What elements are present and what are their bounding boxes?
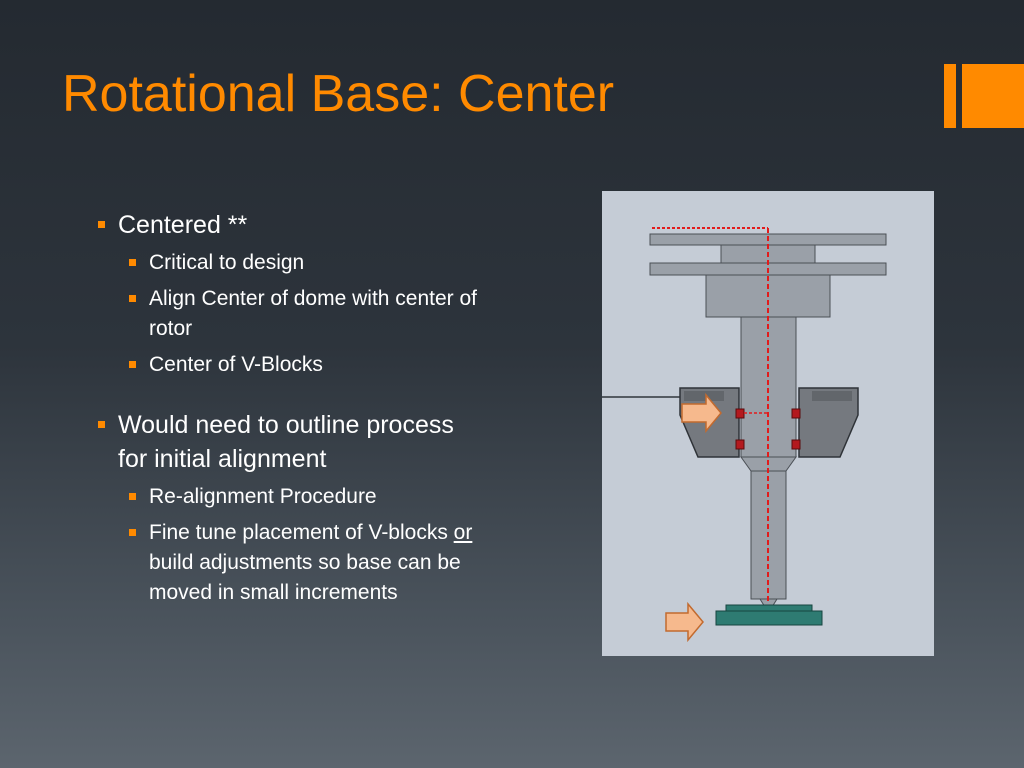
arrow-right-icon (681, 392, 722, 434)
bullet-item: Centered ** (98, 208, 488, 242)
bullet-marker-icon (129, 259, 136, 266)
text-part: build adjustments so base can be moved i… (149, 551, 461, 604)
underlined-word: or (453, 521, 473, 544)
slide-title: Rotational Base: Center (62, 65, 615, 123)
rotor-alignment-diagram (602, 191, 934, 656)
base-dish (715, 610, 823, 626)
sub-bullet-item: Critical to design (129, 248, 488, 278)
sub-bullet-text: Align Center of dome with center of roto… (149, 287, 478, 340)
sub-bullet-text: Critical to design (149, 251, 305, 274)
base-dish-top (725, 604, 813, 612)
contact-pad (791, 439, 801, 450)
left-block-detail (684, 391, 724, 401)
bullet-list: Centered ** Critical to design Align Cen… (98, 208, 488, 608)
text-part: Fine tune placement of V-blocks (149, 521, 454, 544)
bullet-marker-icon (129, 529, 136, 536)
bullet-marker-icon (98, 221, 105, 228)
contact-pad (735, 408, 745, 419)
bullet-marker-icon (129, 295, 136, 302)
sub-bullet-text: Re-alignment Procedure (149, 485, 377, 508)
sub-bullet-text: Center of V-Blocks (149, 353, 323, 376)
sub-bullet-item: Re-alignment Procedure (129, 482, 488, 512)
sub-bullet-text: Fine tune placement of V-blocks or build… (149, 521, 472, 604)
accent-bar-thin (944, 64, 956, 128)
spacer (98, 380, 488, 408)
sub-bullet-item: Align Center of dome with center of roto… (129, 284, 488, 344)
bullet-marker-icon (98, 421, 105, 428)
bullet-item: Would need to outline process for initia… (98, 408, 488, 476)
right-block-detail (812, 391, 852, 401)
bullet-marker-icon (129, 361, 136, 368)
diagram-svg (602, 227, 887, 643)
sub-bullet-item: Center of V-Blocks (129, 350, 488, 380)
arrow-right-icon (665, 601, 704, 643)
bullet-text: Centered ** (118, 211, 248, 239)
bullet-text: Would need to outline process for initia… (118, 411, 454, 473)
accent-bar-wide (962, 64, 1024, 128)
contact-pad (791, 408, 801, 419)
bullet-marker-icon (129, 493, 136, 500)
sub-bullet-item: Fine tune placement of V-blocks or build… (129, 518, 488, 608)
contact-pad (735, 439, 745, 450)
